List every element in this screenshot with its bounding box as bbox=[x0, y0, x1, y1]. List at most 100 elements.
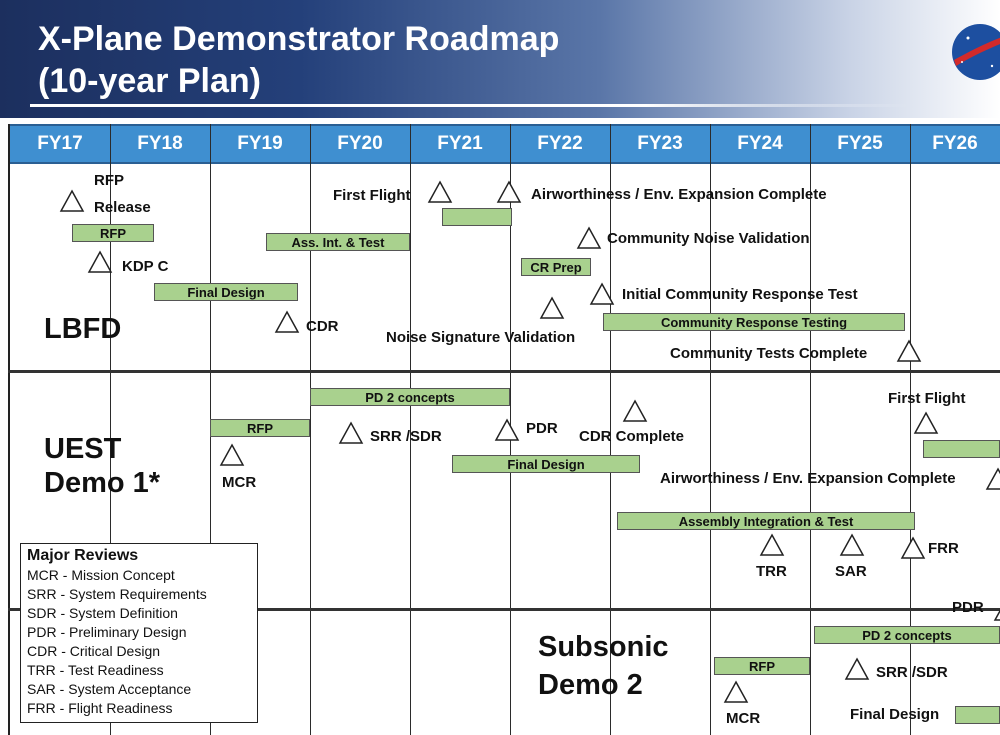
bar-subsonic-final-design bbox=[955, 706, 1000, 724]
page-title: X-Plane Demonstrator Roadmap (10-year Pl… bbox=[38, 18, 559, 102]
grid-left-border bbox=[8, 124, 10, 735]
program-label-subsonic-line2: Demo 2 bbox=[538, 669, 643, 701]
milestone-triangle-icon bbox=[844, 657, 870, 680]
milestone-triangle-icon bbox=[576, 226, 602, 249]
bar-lbfd-final-design: Final Design bbox=[154, 283, 298, 301]
program-label-subsonic-line1: Subsonic bbox=[538, 631, 669, 663]
milestone-triangle-icon bbox=[723, 680, 749, 703]
milestone-subsonic-mcr: MCR bbox=[726, 710, 761, 727]
milestone-uest-trr: TRR bbox=[756, 563, 787, 580]
legend-item: CDR - Critical Design bbox=[27, 643, 161, 659]
milestone-triangle-icon bbox=[496, 180, 522, 203]
year-divider bbox=[110, 124, 111, 735]
milestone-triangle-icon bbox=[494, 418, 520, 441]
milestone-community-noise-validation: Community Noise Validation bbox=[607, 230, 810, 247]
year-divider bbox=[610, 124, 611, 735]
milestone-triangle-icon bbox=[427, 180, 453, 203]
nasa-logo-icon bbox=[952, 24, 1000, 80]
milestone-triangle-icon bbox=[87, 250, 113, 273]
milestone-triangle-icon bbox=[759, 533, 785, 556]
fy-cell: FY25 bbox=[837, 133, 883, 154]
legend-title: Major Reviews bbox=[27, 547, 139, 564]
milestone-community-tests-complete: Community Tests Complete bbox=[670, 345, 868, 362]
bar-lbfd-community-response-testing: Community Response Testing bbox=[603, 313, 905, 331]
legend-item: SDR - System Definition bbox=[27, 605, 178, 621]
row-divider bbox=[8, 370, 1000, 373]
fiscal-year-bar: FY17 FY18 FY19 FY20 FY21 FY22 FY23 FY24 … bbox=[8, 124, 1000, 164]
program-label-lbfd: LBFD bbox=[44, 313, 122, 345]
milestone-uest-frr: FRR bbox=[928, 540, 959, 557]
year-divider bbox=[710, 124, 711, 735]
year-divider bbox=[310, 124, 311, 735]
legend-item: SRR - System Requirements bbox=[27, 586, 207, 602]
bar-lbfd-flight-test bbox=[442, 208, 512, 226]
bar-uest-final-design: Final Design bbox=[452, 455, 640, 473]
legend-item: PDR - Preliminary Design bbox=[27, 624, 187, 640]
milestone-triangle-icon bbox=[219, 443, 245, 466]
fy-cell: FY24 bbox=[737, 133, 783, 154]
milestone-triangle-icon bbox=[839, 533, 865, 556]
year-divider bbox=[810, 124, 811, 735]
title-rule bbox=[30, 104, 910, 107]
milestone-uest-airworthiness: Airworthiness / Env. Expansion Complete bbox=[660, 470, 956, 487]
milestone-uest-srr-sdr: SRR /SDR bbox=[370, 428, 442, 445]
fy-cell: FY18 bbox=[137, 133, 183, 154]
title-line-2: (10-year Plan) bbox=[38, 62, 261, 100]
fy-cell: FY17 bbox=[37, 133, 83, 154]
milestone-kdp-c: KDP C bbox=[122, 258, 169, 275]
milestone-lbfd-cdr: CDR bbox=[306, 318, 339, 335]
bar-uest-pd2-concepts: PD 2 concepts bbox=[310, 388, 510, 406]
legend-item: TRR - Test Readiness bbox=[27, 662, 164, 678]
legend-item: MCR - Mission Concept bbox=[27, 567, 175, 583]
fy-cell: FY23 bbox=[637, 133, 683, 154]
fy-cell: FY26 bbox=[932, 133, 978, 154]
milestone-uest-cdr-complete: CDR Complete bbox=[579, 428, 685, 445]
milestone-triangle-icon bbox=[274, 310, 300, 333]
row-divider bbox=[8, 608, 1000, 611]
milestone-uest-sar: SAR bbox=[835, 563, 867, 580]
milestone-rfp-release-line1: RFP bbox=[94, 172, 124, 189]
milestone-subsonic-pdr: PDR bbox=[952, 599, 984, 616]
milestone-uest-pdr: PDR bbox=[526, 420, 558, 437]
milestone-triangle-icon bbox=[900, 536, 926, 559]
milestone-triangle-icon bbox=[539, 296, 565, 319]
fy-cell: FY19 bbox=[237, 133, 283, 154]
bar-subsonic-pd2-concepts: PD 2 concepts bbox=[814, 626, 1000, 644]
bar-lbfd-ass-int-test: Ass. Int. & Test bbox=[266, 233, 410, 251]
milestone-subsonic-srr-sdr: SRR /SDR bbox=[876, 664, 948, 681]
milestone-triangle-icon bbox=[589, 282, 615, 305]
milestone-uest-mcr: MCR bbox=[222, 474, 257, 491]
milestone-triangle-icon bbox=[622, 399, 648, 422]
milestone-uest-first-flight: First Flight bbox=[888, 390, 966, 407]
bar-lbfd-rfp: RFP bbox=[72, 224, 154, 242]
milestone-initial-community-response-test: Initial Community Response Test bbox=[622, 286, 858, 303]
milestone-triangle-icon bbox=[896, 339, 922, 362]
milestone-lbfd-first-flight: First Flight bbox=[333, 187, 411, 204]
milestone-lbfd-airworthiness: Airworthiness / Env. Expansion Complete bbox=[531, 186, 827, 203]
fy-cell: FY21 bbox=[437, 133, 483, 154]
legend-item: SAR - System Acceptance bbox=[27, 681, 192, 697]
fy-cell: FY20 bbox=[337, 133, 383, 154]
bar-uest-assembly-integration-test: Assembly Integration & Test bbox=[617, 512, 915, 530]
fy-cell: FY22 bbox=[537, 133, 583, 154]
legend-item: FRR - Flight Readiness bbox=[27, 700, 173, 716]
milestone-triangle-icon bbox=[913, 411, 939, 434]
year-divider bbox=[410, 124, 411, 735]
bar-subsonic-rfp: RFP bbox=[714, 657, 810, 675]
milestone-triangle-icon bbox=[338, 421, 364, 444]
title-line-1: X-Plane Demonstrator Roadmap bbox=[38, 20, 560, 58]
milestone-triangle-icon bbox=[59, 189, 85, 212]
milestone-subsonic-final-design: Final Design bbox=[850, 706, 940, 723]
bar-uest-rfp: RFP bbox=[210, 419, 310, 437]
bar-lbfd-cr-prep: CR Prep bbox=[521, 258, 591, 276]
milestone-rfp-release-line2: Release bbox=[94, 199, 151, 216]
year-divider bbox=[910, 124, 911, 735]
milestone-noise-signature-validation: Noise Signature Validation bbox=[386, 329, 576, 346]
title-band: X-Plane Demonstrator Roadmap (10-year Pl… bbox=[0, 0, 1000, 118]
major-reviews-legend: Major Reviews MCR - Mission Concept SRR … bbox=[20, 543, 258, 723]
program-label-uest-line2: Demo 1* bbox=[44, 467, 161, 499]
milestone-triangle-icon bbox=[993, 609, 1000, 621]
program-label-uest-line1: UEST bbox=[44, 433, 122, 465]
milestone-triangle-icon bbox=[985, 467, 1000, 490]
bar-uest-flight-test bbox=[923, 440, 1000, 458]
